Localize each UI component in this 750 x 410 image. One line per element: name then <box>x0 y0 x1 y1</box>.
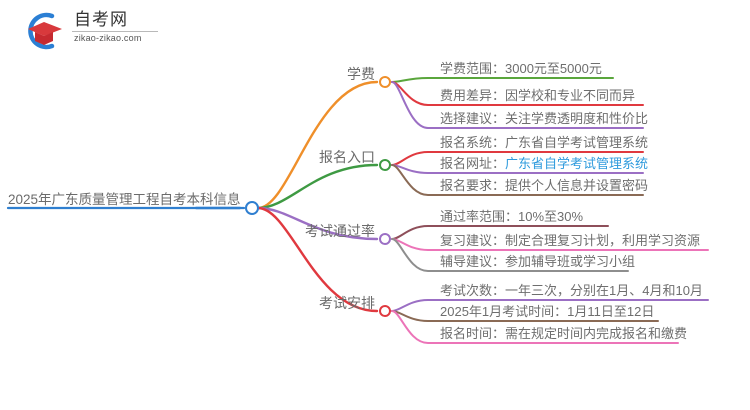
site-logo: 自考网 zikao-zikao.com <box>22 6 158 54</box>
logo-text-block: 自考网 zikao-zikao.com <box>74 10 142 44</box>
leaf-label[interactable]: 报名系统：广东省自学考试管理系统 <box>440 135 649 150</box>
root-node-label: 2025年广东质量管理工程自考本科信息 <box>8 192 241 207</box>
branch-node[interactable] <box>379 76 391 88</box>
connector <box>391 81 644 129</box>
leaf-label[interactable]: 考试次数：一年三次，分别在1月、4月和10月 <box>440 283 703 298</box>
connector <box>256 163 379 210</box>
leaf-label[interactable]: 辅导建议：参加辅导班或学习小组 <box>440 254 636 269</box>
branch-label[interactable]: 报名入口 <box>319 149 375 165</box>
leaf-label[interactable]: 费用差异：因学校和专业不同而异 <box>440 88 636 103</box>
logo-name-en: zikao-zikao.com <box>74 33 142 43</box>
leaf-label-prefix: 报名网址： <box>440 156 506 171</box>
leaf-label[interactable]: 通过率范围：10%至30% <box>440 209 584 224</box>
leaf-label[interactable]: 选择建议：关注学费透明度和性价比 <box>440 111 649 126</box>
branch-node[interactable] <box>379 233 391 245</box>
leaf-label[interactable]: 报名时间：需在规定时间内完成报名和缴费 <box>440 326 688 341</box>
graduation-cap-logo-icon <box>28 12 62 50</box>
connector <box>391 164 644 196</box>
leaf-label[interactable]: 报名网址：广东省自学考试管理系统 <box>440 156 648 171</box>
root-node[interactable] <box>245 201 259 215</box>
connector <box>391 77 614 83</box>
connector <box>256 206 379 313</box>
branch-label[interactable]: 学费 <box>347 66 375 82</box>
leaf-label[interactable]: 复习建议：制定合理复习计划，利用学习资源 <box>440 233 701 248</box>
connector <box>391 310 679 344</box>
leaf-label-link[interactable]: 广东省自学考试管理系统 <box>505 156 649 171</box>
branch-label[interactable]: 考试通过率 <box>305 223 375 239</box>
leaf-label[interactable]: 学费范围：3000元至5000元 <box>440 61 602 76</box>
branch-node[interactable] <box>379 305 391 317</box>
leaf-label[interactable]: 2025年1月考试时间：1月11日至12日 <box>440 304 655 319</box>
logo-name-cn: 自考网 <box>74 10 128 29</box>
branch-label[interactable]: 考试安排 <box>319 295 375 311</box>
connector <box>256 80 379 210</box>
connector <box>256 206 379 241</box>
connector <box>391 238 629 272</box>
leaf-label[interactable]: 报名要求：提供个人信息并设置密码 <box>440 178 649 193</box>
logo-divider <box>72 31 158 32</box>
branch-node[interactable] <box>379 159 391 171</box>
